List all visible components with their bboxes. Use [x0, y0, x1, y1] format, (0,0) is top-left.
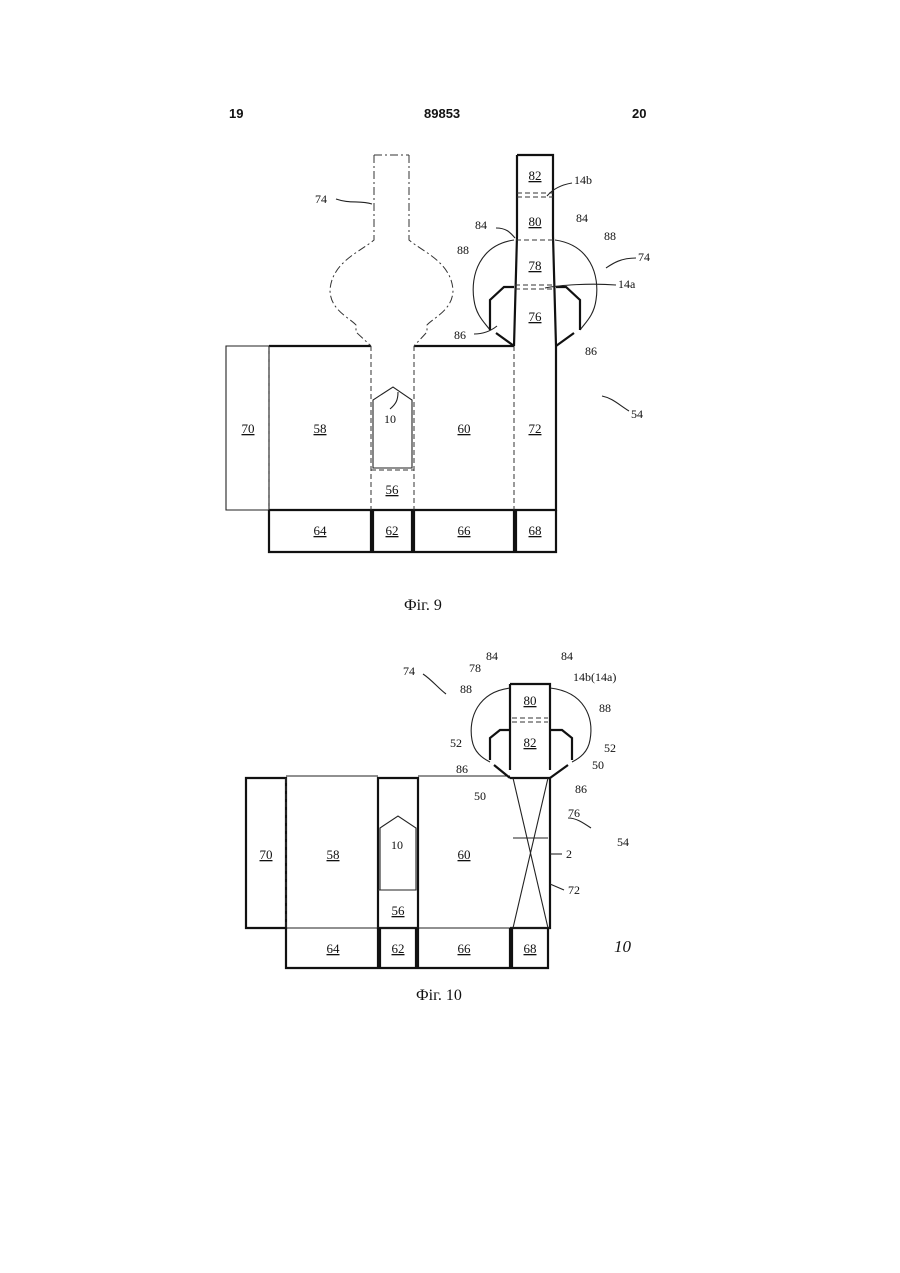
- fig10-leader-72: [550, 884, 564, 890]
- panel-76-label: 76: [529, 309, 543, 324]
- panel-62-label: 62: [386, 523, 399, 538]
- ref-86-right: 86: [585, 344, 597, 358]
- panel-68-label: 68: [524, 941, 537, 956]
- ref-86-left: 86: [454, 328, 466, 342]
- fig9-leader-14b: [547, 183, 572, 196]
- ref-14a: 14a: [618, 277, 636, 291]
- ref-78: 78: [469, 661, 481, 675]
- panel-70-label: 70: [242, 421, 255, 436]
- fig10-bottom-flaps: [286, 928, 548, 968]
- ref-50-left: 50: [474, 789, 486, 803]
- panel-80-label: 80: [524, 693, 537, 708]
- ref-84-right: 84: [576, 211, 588, 225]
- panel-72-label: 72: [529, 421, 542, 436]
- panel-82-label: 82: [524, 735, 537, 750]
- fig9-column-folds: [515, 193, 555, 289]
- panel-82-label: 82: [529, 168, 542, 183]
- panel-70-label: 70: [260, 847, 273, 862]
- fig9-leader-10: [390, 392, 398, 409]
- ref-88-right: 88: [604, 229, 616, 243]
- fig10-top-folds: [512, 718, 548, 722]
- panel-60-label: 60: [458, 421, 471, 436]
- fig10-cross: [513, 778, 548, 928]
- panel-80-label: 80: [529, 214, 542, 229]
- ref-14b: 14b: [574, 173, 592, 187]
- ref-74-left: 74: [315, 192, 327, 206]
- panel-68-label: 68: [529, 523, 542, 538]
- fig10-window: [380, 816, 416, 890]
- fig9-leader-84: [496, 228, 515, 238]
- ref-74: 74: [403, 664, 415, 678]
- ref-2: 2: [566, 847, 572, 861]
- panel-64-label: 64: [327, 941, 341, 956]
- ref-84-left: 84: [486, 649, 498, 663]
- fig10-leader-74: [423, 674, 446, 694]
- ref-14b-14a: 14b(14a): [573, 670, 616, 684]
- panel-64-label: 64: [314, 523, 328, 538]
- panel-56-label: 56: [392, 903, 406, 918]
- ref-76: 76: [568, 806, 580, 820]
- panel-58-label: 58: [327, 847, 340, 862]
- ref-86-right: 86: [575, 782, 587, 796]
- ref-54: 54: [617, 835, 629, 849]
- window-10-label: 10: [391, 838, 403, 852]
- fig9-leader-74: [336, 199, 372, 204]
- fig9-window: [373, 387, 412, 468]
- panel-62-label: 62: [392, 941, 405, 956]
- ref-84-right: 84: [561, 649, 573, 663]
- ref-50-right: 50: [592, 758, 604, 772]
- fig9-leader-54: [602, 396, 629, 411]
- window-10-label: 10: [384, 412, 396, 426]
- fig9-phantom-74: [330, 155, 453, 346]
- figure-10: 70 58 10 60 56 64 62 66 68 80 82 74 78 8…: [246, 649, 632, 968]
- ref-72: 72: [568, 883, 580, 897]
- panel-58-label: 58: [314, 421, 327, 436]
- ref-84-left: 84: [475, 218, 487, 232]
- ref-88-left: 88: [457, 243, 469, 257]
- panel-66-label: 66: [458, 523, 472, 538]
- panel-56-label: 56: [386, 482, 400, 497]
- figure-9: 70 58 10 60 72 56 64 62 66 68 82 80 78 7…: [226, 155, 650, 552]
- ref-52-left: 52: [450, 736, 462, 750]
- figure-9-caption: Фіг. 9: [404, 597, 442, 615]
- fig9-leader-74b: [606, 258, 636, 268]
- fig9-leader-86: [474, 326, 497, 334]
- ref-88-right: 88: [599, 701, 611, 715]
- handwritten-page-number: 10: [614, 937, 632, 956]
- figure-10-caption: Фіг. 10: [416, 987, 462, 1005]
- fig9-ear-left: [473, 240, 514, 330]
- ref-52-right: 52: [604, 741, 616, 755]
- ref-86-left: 86: [456, 762, 468, 776]
- panel-78-label: 78: [529, 258, 542, 273]
- panel-66-label: 66: [458, 941, 472, 956]
- fig10-ear-right: [550, 688, 591, 762]
- fig9-leader-14a: [545, 284, 616, 288]
- panel-60-label: 60: [458, 847, 471, 862]
- ref-54: 54: [631, 407, 643, 421]
- ref-88-left: 88: [460, 682, 472, 696]
- fig9-bottom-flaps: [269, 510, 556, 552]
- ref-74-right: 74: [638, 250, 650, 264]
